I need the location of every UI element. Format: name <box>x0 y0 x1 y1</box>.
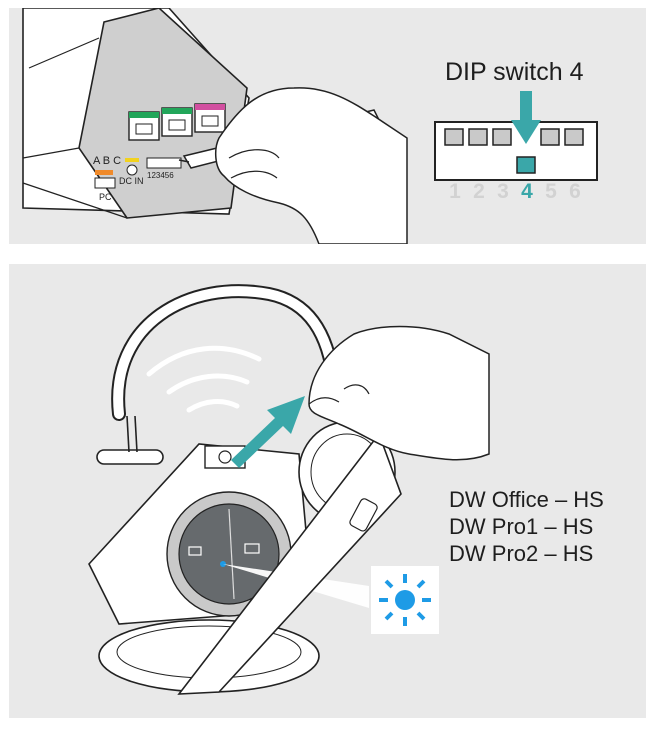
pc-icon <box>188 546 202 556</box>
base-station-rear-illustration: A B C PC DC IN 123456 <box>22 8 598 244</box>
abc-label: A B C <box>93 155 121 167</box>
led-indicator-box <box>371 566 439 634</box>
hand-illustration <box>214 87 408 244</box>
led-flashing-blue-icon <box>379 574 431 626</box>
headset-boom <box>177 432 402 695</box>
dip-switch-panel: A B C PC DC IN 123456 <box>9 8 646 244</box>
dip-switch-4-active <box>516 156 536 174</box>
model-item: DW Pro2 – HS <box>449 541 594 566</box>
wireless-signal-icon <box>146 345 262 413</box>
device-dip-block <box>146 157 182 169</box>
dip-number-6: 6 <box>569 180 581 203</box>
pc-label: PC <box>99 192 112 202</box>
port-green <box>128 111 160 141</box>
headband <box>113 286 339 419</box>
port-white <box>161 107 193 137</box>
temple-pad <box>96 449 164 465</box>
headset-pairing-panel: DW Office – HS DW Pro1 – HS DW Pro2 – HS <box>9 264 646 718</box>
device-dip-numbers: 123456 <box>147 171 174 180</box>
dip-number-3: 3 <box>497 180 509 203</box>
model-item: DW Office – HS <box>449 487 604 512</box>
dip-number-5: 5 <box>545 180 557 203</box>
headset-base-illustration <box>88 284 490 695</box>
dip-switch-diagram <box>434 121 598 181</box>
compatible-models-list: DW Office – HS DW Pro1 – HS DW Pro2 – HS <box>449 486 604 567</box>
hand-illustration <box>308 325 490 461</box>
dip-number-2: 2 <box>473 180 485 203</box>
arrow-down-icon <box>511 91 541 144</box>
dc-in-port-yellow <box>125 158 139 162</box>
pc-port-orange <box>95 170 113 175</box>
dc-in-label: DC IN <box>119 176 144 186</box>
base-dial <box>178 503 280 605</box>
phone-icon <box>244 543 260 554</box>
dip-number-1: 1 <box>449 180 461 203</box>
model-item: DW Pro1 – HS <box>449 514 594 539</box>
dip-number-4: 4 <box>521 180 533 203</box>
arrow-up-right-icon <box>231 396 305 468</box>
dip-switch-title: DIP switch 4 <box>445 58 584 86</box>
port-magenta <box>194 103 226 133</box>
